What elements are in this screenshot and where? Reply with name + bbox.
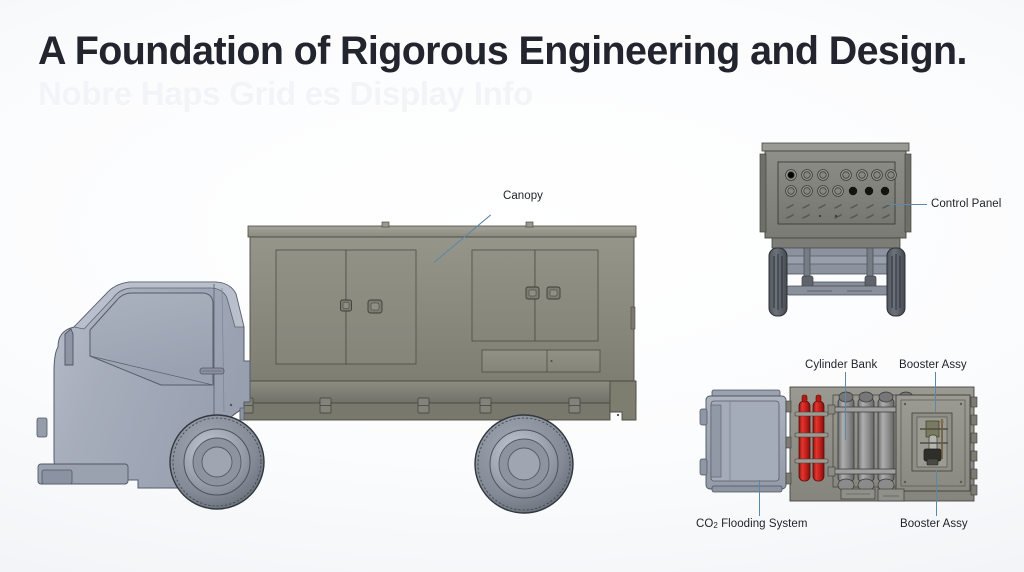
page-title: A Foundation of Rigorous Engineering and…: [38, 29, 967, 73]
page-subtitle: Nobre Haps Grid es Display Info: [38, 75, 533, 113]
rear-elevation-drawing: [752, 136, 927, 331]
control-panel-leader-line: [885, 204, 927, 205]
title-block: A Foundation of Rigorous Engineering and…: [38, 29, 998, 113]
callout-booster-assy-top: Booster Assy: [899, 359, 967, 371]
co2-flooding-system: [794, 394, 829, 482]
callout-cylinder-bank: Cylinder Bank: [805, 359, 878, 371]
rear-tires: [768, 247, 906, 317]
control-panel[interactable]: [777, 161, 897, 225]
co2-label-prefix: CO: [696, 518, 714, 530]
callout-co2-flooding-system: CO2 Flooding System: [696, 518, 808, 530]
panel-ports: [848, 186, 890, 196]
callout-canopy: Canopy: [503, 190, 543, 202]
callout-control-panel: Control Panel: [931, 198, 1002, 210]
cab-plan: [699, 389, 787, 493]
top-plan-drawing: [686, 381, 986, 511]
co2-label-subscript: 2: [713, 521, 718, 530]
co2-label-suffix: Flooding System: [717, 518, 808, 530]
canopy-enclosure: [247, 221, 637, 382]
cylinder-bank-leader-line: [845, 372, 846, 440]
co2-leader-line: [759, 480, 760, 516]
front-wheel-assembly: [169, 414, 265, 510]
booster-assembly: [895, 394, 971, 492]
booster-assy-top-leader-line: [935, 372, 936, 412]
booster-assy-bottom-leader-line: [936, 470, 937, 516]
truck-chassis: [239, 380, 637, 421]
side-wheels-layer: [18, 222, 658, 522]
callout-booster-assy-bottom: Booster Assy: [900, 518, 968, 530]
rear-wheel-assembly: [474, 414, 574, 514]
